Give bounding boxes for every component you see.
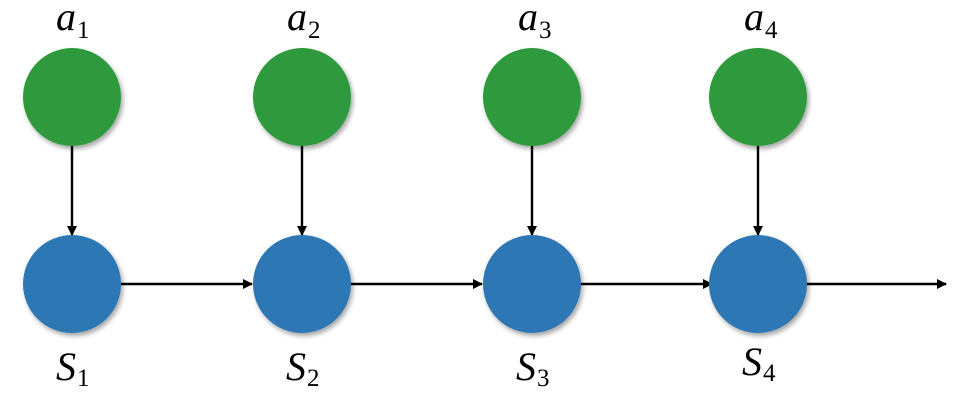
state-label-2-subscript: 2 (307, 365, 320, 392)
state-node-3 (483, 235, 581, 333)
state-labels: S1 S2 S3 S4 (56, 339, 776, 392)
action-label-2: a2 (287, 0, 321, 44)
state-label-2: S2 (286, 344, 320, 392)
action-labels: a1 a2 a3 a4 (56, 0, 778, 44)
state-node-2 (253, 235, 351, 333)
state-label-4-subscript: 4 (763, 360, 776, 387)
state-label-1: S1 (56, 344, 90, 392)
action-label-1-letter: a (56, 0, 76, 39)
action-label-1: a1 (56, 0, 90, 44)
action-label-4: a4 (744, 0, 778, 44)
state-label-2-letter: S (286, 344, 306, 389)
state-node-1 (23, 235, 121, 333)
action-label-3: a3 (518, 0, 552, 44)
action-label-3-subscript: 3 (539, 17, 552, 44)
state-label-4: S4 (742, 339, 776, 387)
action-to-state-edges (67, 146, 763, 236)
action-label-4-subscript: 4 (765, 17, 778, 44)
state-label-1-subscript: 1 (77, 365, 90, 392)
action-label-2-letter: a (287, 0, 307, 39)
state-label-3: S3 (516, 344, 550, 392)
action-label-3-letter: a (518, 0, 538, 39)
state-label-3-subscript: 3 (537, 365, 550, 392)
state-label-3-letter: S (516, 344, 536, 389)
action-node-1 (23, 48, 121, 146)
action-nodes (23, 48, 807, 146)
state-label-4-letter: S (742, 339, 762, 384)
state-node-4 (709, 235, 807, 333)
state-label-1-letter: S (56, 344, 76, 389)
action-label-1-subscript: 1 (77, 17, 90, 44)
action-label-2-subscript: 2 (308, 17, 321, 44)
state-nodes (23, 235, 807, 333)
action-node-3 (483, 48, 581, 146)
action-node-2 (253, 48, 351, 146)
action-node-4 (709, 48, 807, 146)
action-label-4-letter: a (744, 0, 764, 39)
